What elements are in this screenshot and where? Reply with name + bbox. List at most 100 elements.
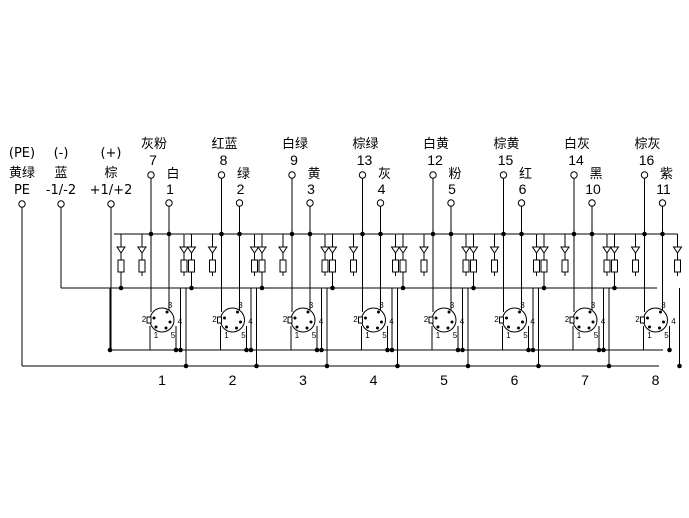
led-icon <box>207 246 218 254</box>
led-icon <box>390 246 401 254</box>
supply-name-label: +1/+2 <box>90 183 133 198</box>
connector-pin-label: 2 <box>565 315 570 324</box>
channel-left-wire-number: 9 <box>290 152 298 168</box>
channel-left-wire-number: 16 <box>639 152 655 168</box>
connector-pin <box>235 326 238 330</box>
connector-pin <box>380 320 383 324</box>
junction-dot <box>107 347 113 353</box>
channel-left-color-label: 灰粉 <box>141 137 167 152</box>
connector-pin <box>646 316 649 320</box>
channel-right-color-label: 白 <box>166 166 179 182</box>
junction-dot <box>360 231 365 237</box>
channel-left-wire-number: 15 <box>498 152 514 168</box>
connector-pin-label: 5 <box>312 331 317 340</box>
connector-pin-label: 3 <box>591 301 596 310</box>
connector-pin <box>648 325 651 329</box>
connector-pin <box>577 325 581 329</box>
connector-key <box>287 316 293 324</box>
terminal-circle <box>18 200 26 208</box>
terminal-circle <box>288 171 296 179</box>
channel-right-wire-number: 11 <box>656 181 671 197</box>
connector-pin-label: 5 <box>523 331 528 340</box>
connector-pin <box>587 326 591 330</box>
m12-connector <box>572 307 598 333</box>
terminal-circle <box>107 200 115 208</box>
junction-dot <box>289 231 295 237</box>
connector-pin <box>168 320 172 324</box>
junction-dot <box>319 347 324 353</box>
connector-pin-label: 5 <box>594 331 599 340</box>
connector-pin <box>659 310 662 314</box>
connector-pin <box>450 320 454 324</box>
led-icon <box>539 246 549 254</box>
junction-dot <box>254 363 259 369</box>
terminal-circle <box>517 199 526 207</box>
m12-connector <box>149 307 175 333</box>
junction-dot <box>324 363 330 369</box>
supply-color-label: 黄绿 <box>9 166 35 181</box>
junction-dot <box>178 347 183 353</box>
channel-number-label: 5 <box>440 372 448 388</box>
channel-right-wire-number: 1 <box>166 181 174 197</box>
connector-pin <box>293 316 297 320</box>
channel-number-label: 7 <box>581 372 589 388</box>
connector-pin-label: 3 <box>661 301 666 310</box>
resistor-icon <box>117 259 125 273</box>
channel-left-wire-number: 12 <box>427 152 443 168</box>
connector-pin-label: 1 <box>647 331 652 340</box>
junction-dot <box>460 347 465 353</box>
channel-right-color-label: 紫 <box>660 167 673 182</box>
connector-key <box>569 316 575 324</box>
led-icon <box>320 246 330 254</box>
m12-connector <box>431 307 457 333</box>
connector-pin <box>377 310 380 314</box>
channel-left-color-label: 红蓝 <box>211 136 237 152</box>
junction-dot <box>660 231 665 237</box>
led-icon <box>672 246 683 254</box>
connector-pin <box>507 325 510 329</box>
resistor-icon <box>180 259 188 273</box>
led-icon <box>116 246 126 254</box>
led-icon <box>348 246 359 254</box>
junction-dot <box>571 231 577 237</box>
junction-dot <box>465 363 471 369</box>
connector-pin-label: 3 <box>520 301 525 310</box>
resistor-icon <box>611 259 618 273</box>
connector-pin-label: 2 <box>635 315 640 324</box>
led-icon <box>531 246 542 254</box>
channel-right-color-label: 粉 <box>448 167 461 182</box>
terminal-circle <box>165 199 173 207</box>
connector-pin <box>505 316 508 320</box>
terminal-circle <box>376 199 385 207</box>
channel-left-color-label: 白灰 <box>564 136 590 152</box>
connector-pin-label: 3 <box>379 301 384 310</box>
channel-left-wire-number: 7 <box>149 152 157 168</box>
channel-right-wire-number: 5 <box>448 181 456 197</box>
connector-pin-label: 1 <box>154 331 159 340</box>
connector-pin <box>662 320 665 324</box>
resistor-icon <box>603 259 611 273</box>
connector-pin <box>154 325 158 329</box>
led-icon <box>419 246 429 254</box>
m12-connector <box>361 307 386 333</box>
resistor-icon <box>470 259 477 273</box>
terminal-circle <box>235 199 244 207</box>
supply-code-label: (PE) <box>9 146 35 161</box>
channel-left-color-label: 棕灰 <box>634 137 660 152</box>
channel-right-wire-number: 6 <box>519 181 527 197</box>
connector-pin <box>366 325 369 329</box>
led-icon <box>257 246 267 254</box>
junction-dot <box>389 347 395 353</box>
connector-key <box>428 316 434 324</box>
resistor-icon <box>392 259 399 273</box>
terminal-circle <box>499 171 508 179</box>
connector-pin-label: 3 <box>309 301 314 310</box>
connector-key <box>146 316 152 324</box>
resistor-icon <box>399 259 407 273</box>
channel-number-label: 4 <box>370 372 378 388</box>
connector-pin <box>446 326 450 330</box>
channel-number-label: 2 <box>229 372 237 388</box>
led-icon <box>461 246 471 254</box>
connector-pin <box>165 310 169 314</box>
